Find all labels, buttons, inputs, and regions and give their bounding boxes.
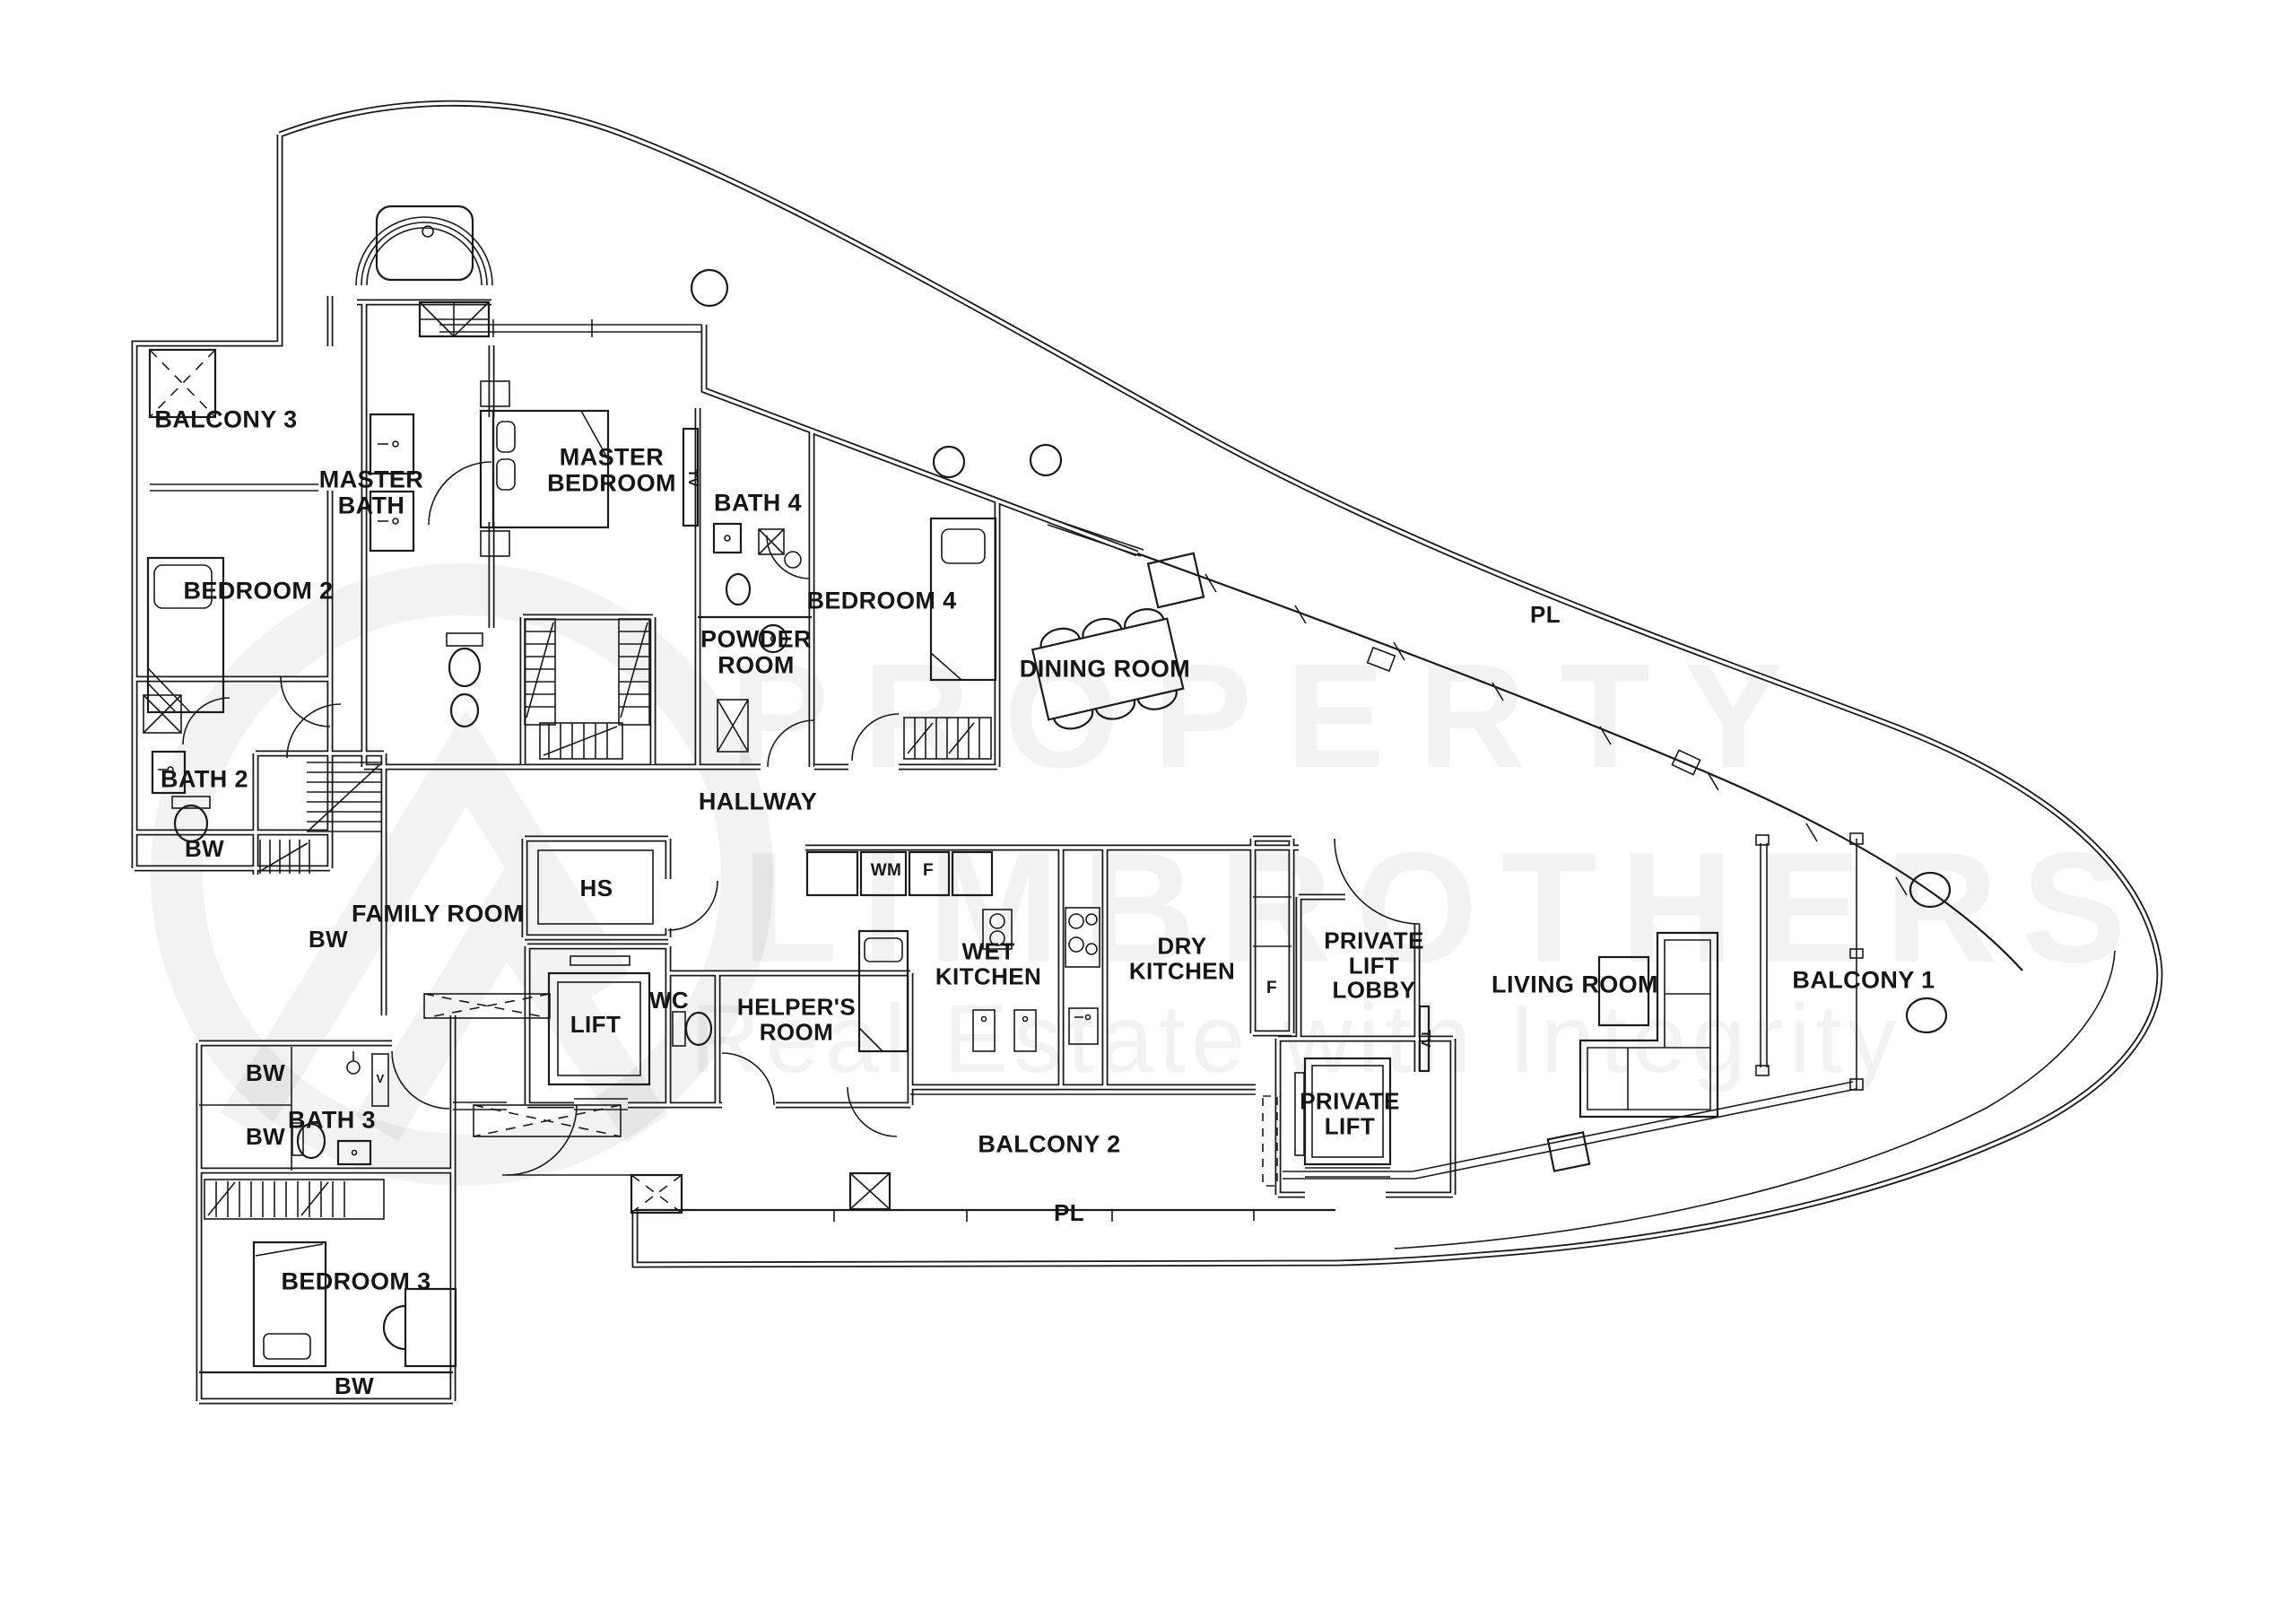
bedroom4-furniture (903, 517, 997, 760)
tv-console-lobby (1418, 1005, 1431, 1073)
stairs (259, 762, 382, 874)
label-wc: WC (648, 987, 690, 1014)
powder-bath4-fixtures (698, 522, 812, 753)
label-family-room: FAMILY ROOM (352, 900, 524, 927)
label-hs: HS (579, 875, 613, 902)
label-pl-bottom: PL (1053, 1199, 1085, 1227)
watermark-text-1: PROPERTY (730, 633, 1817, 798)
label-wm-appliance: WM (870, 860, 902, 880)
master-bath-fixtures (369, 413, 483, 728)
label-bedroom-4: BEDROOM 4 (806, 587, 957, 614)
label-bw-bath3-lower: BW (245, 1123, 286, 1151)
bathtub (375, 205, 474, 282)
label-bath-2: BATH 2 (161, 765, 248, 793)
balcony2-planters (423, 993, 622, 1137)
bathtub-drain (422, 225, 434, 238)
helpers-bed (857, 929, 909, 1053)
wc-toilet (672, 1011, 713, 1047)
bedroom3-wardrobe-hatch (204, 1179, 385, 1220)
label-bath-3: BATH 3 (288, 1106, 376, 1134)
label-lift: LIFT (570, 1011, 622, 1039)
dining-set (1031, 608, 1185, 730)
column (932, 445, 966, 479)
walls (131, 100, 2163, 1405)
dining-sideboard (1146, 552, 1205, 609)
label-bw-family: BW (308, 926, 349, 953)
hs-inner (537, 849, 654, 925)
lift-car (547, 955, 651, 1110)
label-bedroom-3: BEDROOM 3 (281, 1267, 431, 1295)
watermark-logo-ring (151, 563, 773, 1186)
windows (150, 319, 2116, 1249)
label-balcony-3: BALCONY 3 (154, 405, 298, 433)
label-balcony-2: BALCONY 2 (978, 1130, 1121, 1158)
furniture (143, 268, 1952, 1374)
living-room-sofa (1578, 931, 1719, 1119)
watermark: PROPERTY LIMBROTHERS Real Estate with In… (151, 563, 2126, 1186)
label-hallway: HALLWAY (698, 788, 818, 815)
private-lift-car (1262, 1057, 1392, 1187)
label-bedroom-2: BEDROOM 2 (183, 577, 334, 605)
label-bw-bath3-upper: BW (245, 1059, 286, 1087)
pl-band-planters (630, 1171, 891, 1215)
label-powder-room: POWDER ROOM (700, 625, 812, 678)
label-bath-4: BATH 4 (714, 489, 802, 517)
label-bw-bath2: BW (184, 835, 225, 863)
watermark-logo-chevron (221, 710, 669, 1143)
bath3-fixtures (199, 1047, 389, 1171)
label-master-bath: MASTER BATH (318, 466, 424, 518)
label-v-bath3: V (376, 1072, 385, 1086)
kitchen-appliances (805, 850, 994, 897)
master-bed (479, 380, 610, 557)
bath2-fixtures (143, 694, 211, 843)
label-private-lift: PRIVATE LIFT (1300, 1087, 1400, 1139)
arch-bay-window (355, 205, 493, 338)
label-dry-kitchen: DRY KITCHEN (1128, 932, 1236, 984)
label-balcony-1: BALCONY 1 (1792, 966, 1935, 994)
door-arcs (182, 461, 1421, 1176)
tv-console-master (682, 427, 700, 527)
balcony1-planter (1905, 997, 1948, 1034)
wardrobe-shelving (524, 618, 650, 760)
balcony1-planter (1909, 871, 1952, 909)
label-tv-master: TV (684, 469, 700, 487)
label-wet-kitchen: WET KITCHEN (935, 937, 1042, 989)
column (690, 268, 729, 308)
label-f-wet-kitchen: F (922, 860, 935, 880)
label-living-room: LIVING ROOM (1492, 971, 1658, 998)
column (1029, 443, 1063, 477)
bedroom3-furniture (199, 1241, 457, 1374)
label-tv-lobby: TV (1417, 1030, 1433, 1048)
balcony3-planter (148, 348, 217, 419)
bedroom2-furniture (146, 556, 225, 714)
label-f-dry-kitchen: F (1265, 978, 1278, 997)
dry-kitchen-cabinet-dividers (1253, 896, 1292, 947)
wet-kitchen-counters (972, 907, 1100, 1052)
label-helpers-room: HELPER'S ROOM (736, 993, 857, 1045)
label-master-bedroom: MASTER BEDROOM (547, 443, 676, 496)
label-dining-room: DINING ROOM (1019, 655, 1191, 683)
label-private-lift-lobby: PRIVATE LIFT LOBBY (1324, 927, 1424, 1004)
label-bw-bedroom3: BW (334, 1372, 375, 1400)
label-pl-top: PL (1529, 601, 1561, 629)
